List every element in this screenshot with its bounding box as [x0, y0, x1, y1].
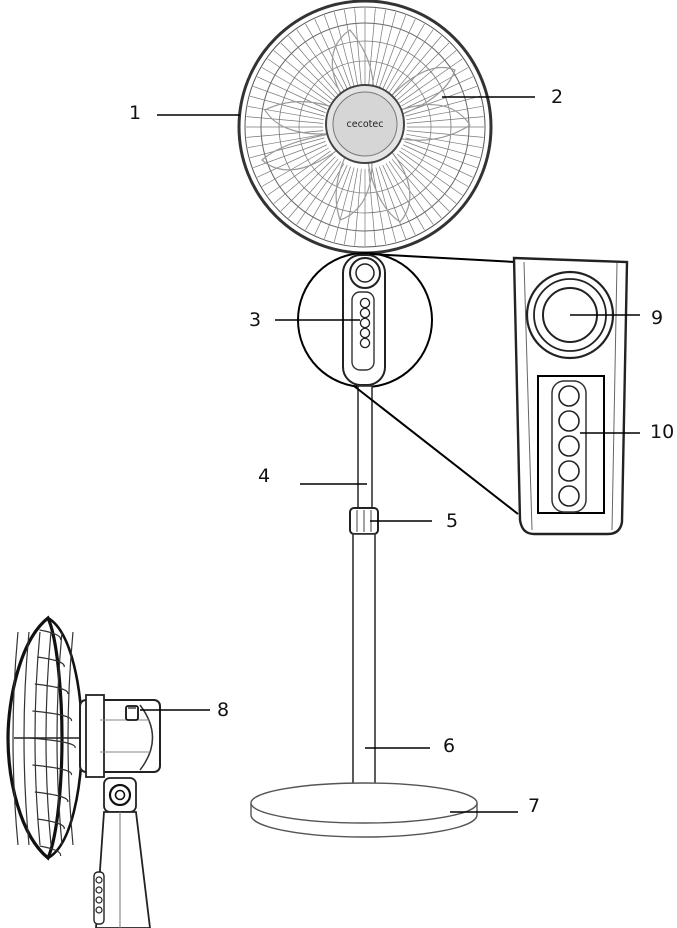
side-pole: [94, 812, 150, 928]
fan-side-view: [8, 618, 160, 928]
oscillation-knob: [126, 706, 138, 720]
callout-7: 7: [528, 795, 540, 817]
callout-4: 4: [258, 465, 270, 487]
fan-head-front: cecotec: [239, 1, 491, 253]
small-buttons: [360, 298, 369, 347]
side-grille: [8, 618, 82, 858]
callout-5: 5: [446, 510, 458, 532]
lower-tube: [353, 534, 375, 790]
control-panel-zoom: [354, 254, 627, 534]
callout-8: 8: [217, 699, 229, 721]
callout-6: 6: [443, 735, 455, 757]
zoom-buttons: [559, 386, 579, 506]
speed-dial: [350, 258, 380, 288]
center-hub: cecotec: [326, 85, 404, 163]
motor-housing: [80, 695, 160, 777]
callout-9: 9: [651, 307, 663, 329]
brand-logo: cecotec: [347, 119, 384, 130]
upper-tube: [358, 386, 372, 510]
callout-2: 2: [551, 86, 563, 108]
tilt-joint: [104, 778, 136, 812]
round-base: [251, 783, 477, 837]
callout-10: 10: [650, 421, 674, 443]
callout-3: 3: [249, 309, 261, 331]
callout-1: 1: [129, 102, 141, 124]
